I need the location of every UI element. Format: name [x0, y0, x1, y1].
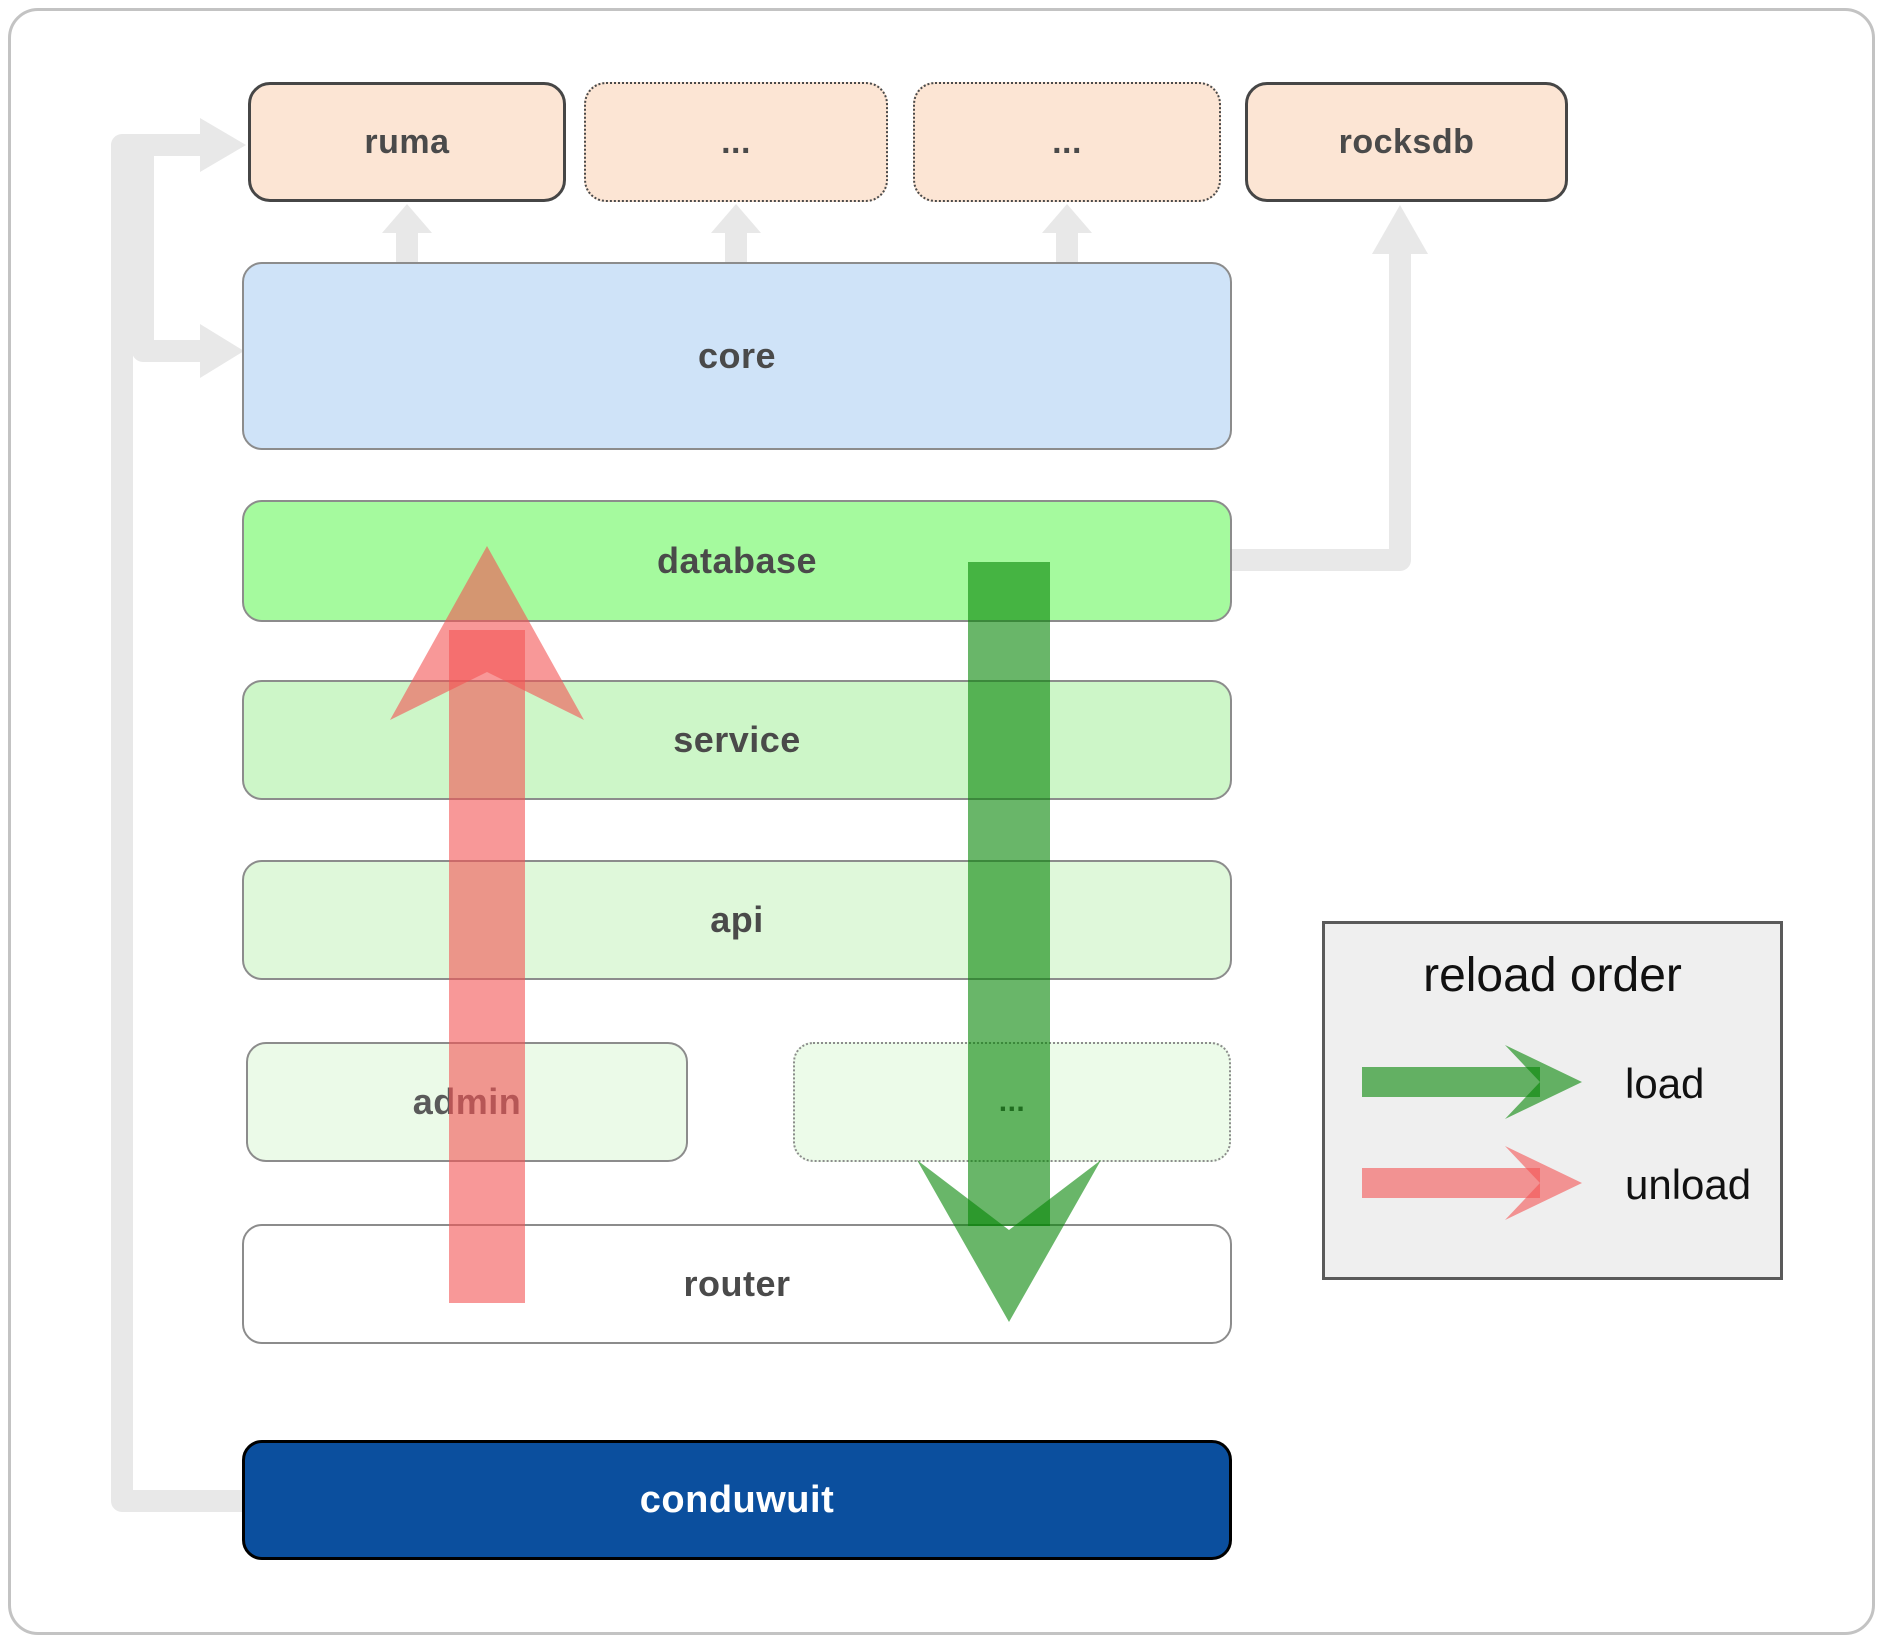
core-to-ruma-stub [382, 204, 432, 263]
conduwuit-to-ruma-connector [111, 118, 246, 1512]
node-ruma-label: ruma [364, 122, 450, 161]
node-api-label: api [710, 899, 764, 940]
core-to-dots1-stub [711, 204, 761, 263]
node-core: core [242, 262, 1232, 450]
node-ellipsis-1-label: ... [721, 122, 751, 161]
node-rocksdb: rocksdb [1245, 82, 1568, 202]
node-admin-label: admin [412, 1081, 522, 1122]
node-service: service [242, 680, 1232, 800]
node-database: database [242, 500, 1232, 622]
node-router: router [242, 1224, 1232, 1344]
conduwuit-to-core-connector [132, 150, 244, 378]
node-conduwuit-label: conduwuit [639, 1478, 835, 1521]
node-rocksdb-label: rocksdb [1338, 122, 1475, 161]
node-admin: admin [246, 1042, 688, 1162]
node-ellipsis-2-label: ... [1052, 122, 1082, 161]
node-api: api [242, 860, 1232, 980]
arrowhead-to-core [200, 324, 244, 378]
legend-reload-order: reload order load unload [1322, 921, 1783, 1280]
core-to-dots2-stub [1042, 204, 1092, 263]
node-database-label: database [656, 540, 818, 581]
node-core-label: core [697, 335, 777, 376]
database-to-rocksdb-connector [1232, 205, 1428, 571]
node-router-label: router [683, 1263, 791, 1304]
node-service-label: service [673, 719, 801, 760]
arrowhead-to-ruma [200, 118, 246, 172]
node-admin-ellipsis-label: ... [998, 1085, 1026, 1118]
legend-title: reload order [1423, 949, 1682, 1002]
legend-load-label: load [1625, 1060, 1705, 1107]
node-admin-ellipsis: ... [793, 1042, 1231, 1162]
node-ruma: ruma [248, 82, 566, 202]
arrowhead-to-rocksdb [1372, 205, 1428, 254]
legend-unload-label: unload [1625, 1161, 1752, 1208]
node-ellipsis-1: ... [584, 82, 888, 202]
node-conduwuit: conduwuit [242, 1440, 1232, 1560]
node-ellipsis-2: ... [913, 82, 1221, 202]
